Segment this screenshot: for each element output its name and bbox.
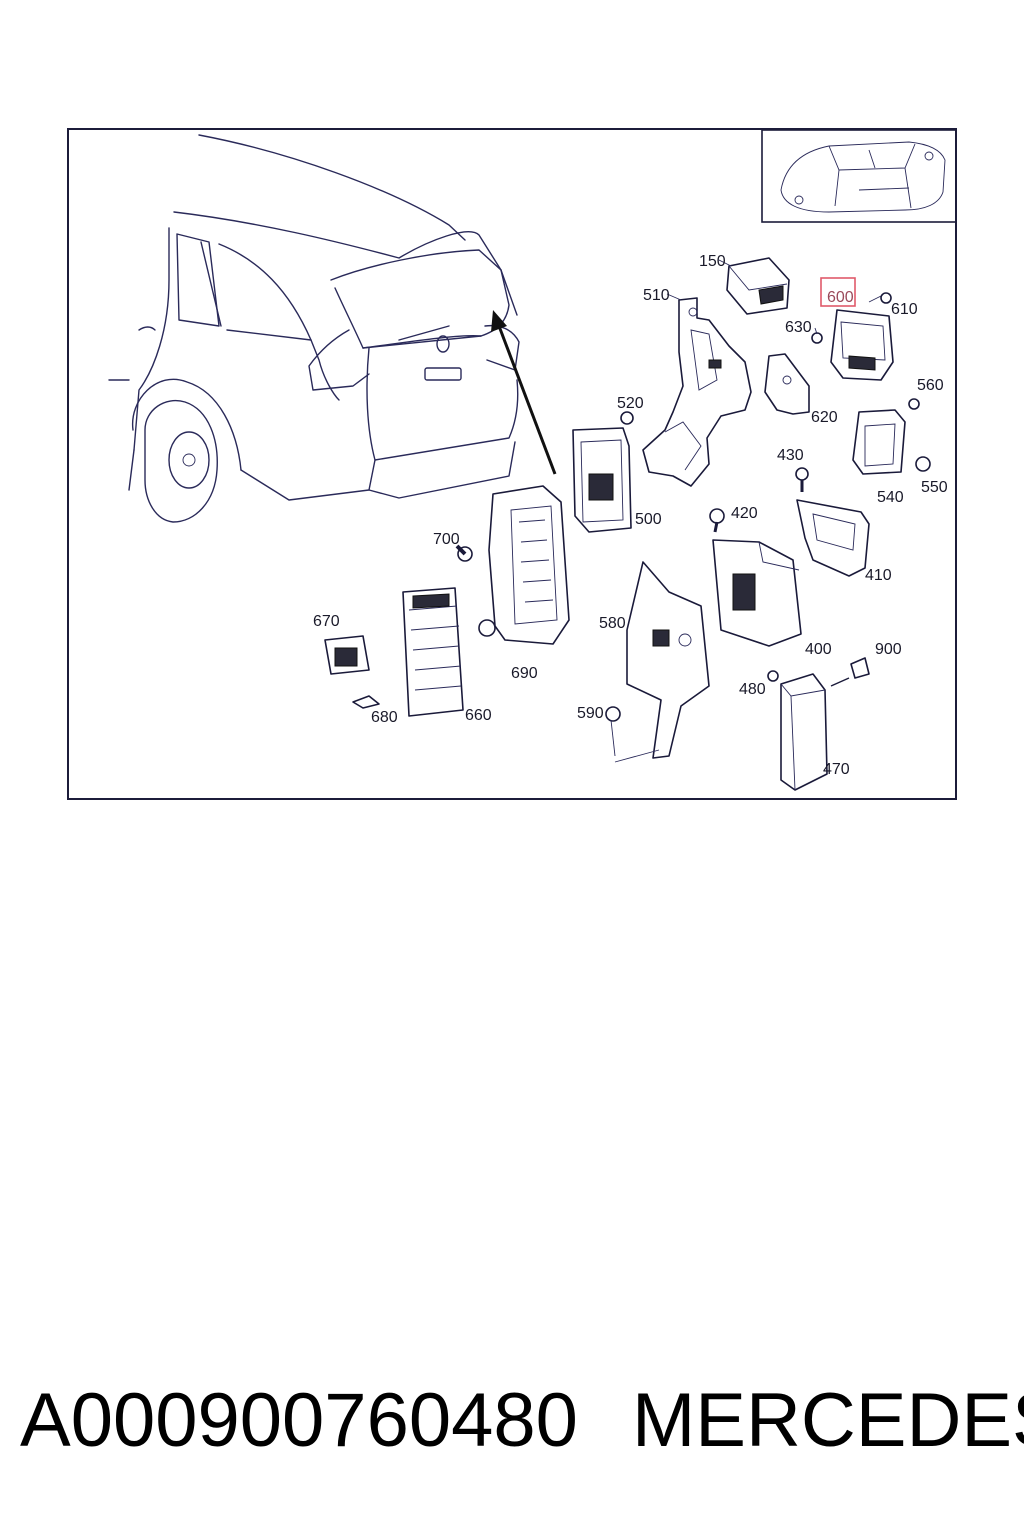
part-470: [780, 673, 828, 791]
label-690: 690: [511, 665, 538, 682]
label-410: 410: [865, 567, 892, 584]
part-number: A000900760480: [20, 1378, 578, 1463]
part-900: [830, 657, 870, 687]
label-630: 630: [785, 319, 812, 336]
label-600: 600: [827, 289, 854, 306]
brand-name: MERCEDES: [632, 1378, 1024, 1463]
label-430: 430: [777, 447, 804, 464]
highlight-box-600: [820, 277, 856, 307]
label-470: 470: [823, 761, 850, 778]
parts-diagram-drawing: 150 510 600 610 630 560 520 620 430 540 …: [108, 130, 955, 791]
part-660: [402, 587, 464, 717]
label-900: 900: [875, 641, 902, 658]
parts-diagram: 150 510 600 610 630 560 520 620 430 540 …: [67, 128, 957, 800]
label-610: 610: [891, 301, 918, 318]
leader-lines: [610, 259, 882, 763]
fasteners: [455, 292, 931, 722]
part-680: [352, 695, 380, 709]
callout-labels: 150 510 600 610 630 560 520 620 430 540 …: [313, 253, 948, 778]
part-510: [642, 297, 752, 487]
label-550: 550: [921, 479, 948, 496]
label-670: 670: [313, 613, 340, 630]
location-arrow: [491, 310, 557, 475]
part-540: [852, 409, 906, 475]
label-150: 150: [699, 253, 726, 270]
part-690: [478, 485, 570, 645]
part-150: [726, 257, 790, 315]
part-500: [572, 427, 632, 533]
vehicle-locator-inset: [761, 130, 955, 223]
vehicle-rear-outline: [108, 134, 520, 523]
label-400: 400: [805, 641, 832, 658]
label-560: 560: [917, 377, 944, 394]
label-420: 420: [731, 505, 758, 522]
label-620: 620: [811, 409, 838, 426]
part-600: [830, 309, 894, 381]
part-670: [324, 635, 370, 675]
footer-caption: A000900760480 MERCEDES: [0, 1376, 1024, 1466]
label-590: 590: [577, 705, 604, 722]
label-510: 510: [643, 287, 670, 304]
part-580: [626, 561, 710, 759]
label-480: 480: [739, 681, 766, 698]
label-580: 580: [599, 615, 626, 632]
label-700: 700: [433, 531, 460, 548]
label-680: 680: [371, 709, 398, 726]
part-410: [796, 499, 870, 577]
label-500: 500: [635, 511, 662, 528]
label-540: 540: [877, 489, 904, 506]
label-660: 660: [465, 707, 492, 724]
part-400: [712, 539, 802, 647]
part-620: [764, 353, 810, 415]
label-520: 520: [617, 395, 644, 412]
